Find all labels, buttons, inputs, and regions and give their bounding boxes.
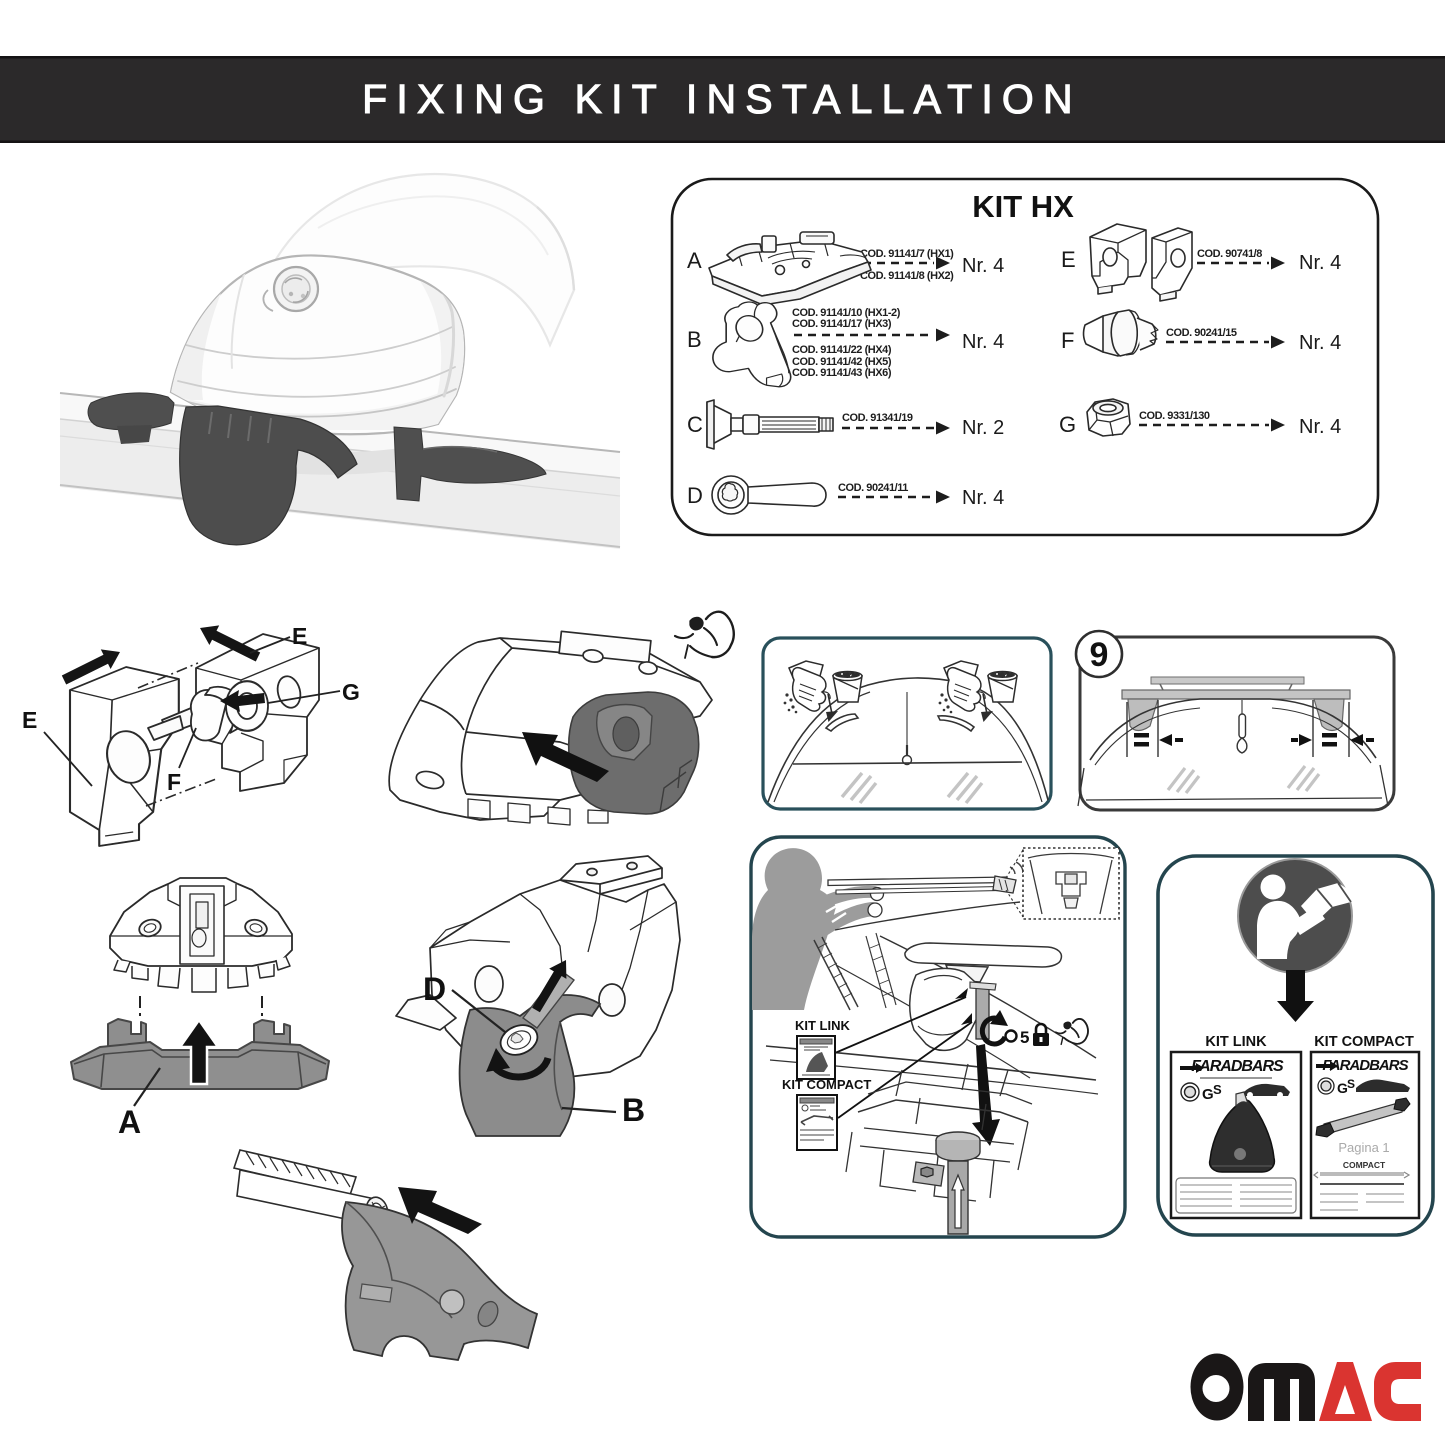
svg-text:Nr. 4: Nr. 4 bbox=[962, 331, 1004, 353]
svg-text:E: E bbox=[292, 623, 307, 649]
svg-text:Nr. 4: Nr. 4 bbox=[1299, 416, 1341, 438]
svg-text:E: E bbox=[22, 707, 37, 733]
svg-text:Nr. 4: Nr. 4 bbox=[962, 255, 1004, 277]
svg-text:COD. 91341/19: COD. 91341/19 bbox=[842, 412, 913, 424]
svg-text:KIT HX: KIT HX bbox=[972, 189, 1074, 224]
svg-text:D: D bbox=[687, 483, 703, 508]
svg-text:COD. 91141/22 (HX4): COD. 91141/22 (HX4) bbox=[792, 344, 892, 356]
svg-text:COD. 91141/8 (HX2): COD. 91141/8 (HX2) bbox=[860, 270, 954, 282]
svg-text:9: 9 bbox=[1090, 636, 1109, 674]
svg-text:F: F bbox=[1061, 328, 1074, 353]
svg-text:KIT LINK: KIT LINK bbox=[1205, 1034, 1267, 1050]
svg-text:S: S bbox=[1213, 1082, 1222, 1097]
svg-text:G: G bbox=[342, 679, 360, 705]
svg-text:COD. 91141/10 (HX1-2): COD. 91141/10 (HX1-2) bbox=[792, 307, 901, 319]
svg-text:B: B bbox=[687, 327, 702, 352]
svg-text:FARADBARS: FARADBARS bbox=[1191, 1058, 1284, 1075]
svg-text:Nr. 4: Nr. 4 bbox=[962, 487, 1004, 509]
svg-text:COD. 91141/42 (HX5): COD. 91141/42 (HX5) bbox=[792, 356, 892, 368]
svg-text:COD. 91141/17 (HX3): COD. 91141/17 (HX3) bbox=[792, 318, 892, 330]
svg-text:G: G bbox=[1202, 1086, 1214, 1103]
svg-text:Nr. 2: Nr. 2 bbox=[962, 417, 1004, 439]
svg-text:COD. 90241/11: COD. 90241/11 bbox=[838, 482, 908, 494]
svg-text:COD. 90741/8: COD. 90741/8 bbox=[1197, 248, 1262, 260]
svg-text:FARADBARS: FARADBARS bbox=[1322, 1057, 1408, 1074]
svg-text:5: 5 bbox=[1020, 1028, 1029, 1047]
svg-text:COD. 9331/130: COD. 9331/130 bbox=[1139, 410, 1210, 422]
svg-text:C: C bbox=[687, 412, 703, 437]
svg-text:D: D bbox=[423, 971, 446, 1007]
svg-text:Nr. 4: Nr. 4 bbox=[1299, 252, 1341, 274]
svg-text:Pagina 1: Pagina 1 bbox=[1338, 1140, 1389, 1155]
svg-text:COD. 91141/7 (HX1): COD. 91141/7 (HX1) bbox=[860, 248, 954, 260]
svg-text:B: B bbox=[622, 1092, 645, 1128]
svg-text:KIT COMPACT: KIT COMPACT bbox=[782, 1077, 871, 1092]
svg-text:A: A bbox=[118, 1104, 141, 1140]
svg-text:F: F bbox=[167, 769, 181, 795]
svg-text:KIT COMPACT: KIT COMPACT bbox=[1314, 1034, 1414, 1050]
svg-text:G: G bbox=[1337, 1080, 1348, 1096]
svg-text:COMPACT: COMPACT bbox=[1343, 1160, 1386, 1170]
svg-text:COD. 90241/15: COD. 90241/15 bbox=[1166, 327, 1237, 339]
svg-text:FIXING KIT INSTALLATION: FIXING KIT INSTALLATION bbox=[362, 76, 1082, 122]
svg-text:COD. 91141/43 (HX6): COD. 91141/43 (HX6) bbox=[792, 367, 892, 379]
svg-text:KIT LINK: KIT LINK bbox=[795, 1018, 850, 1033]
svg-text:S: S bbox=[1347, 1077, 1355, 1091]
svg-text:Nr. 4: Nr. 4 bbox=[1299, 332, 1341, 354]
svg-text:E: E bbox=[1061, 247, 1076, 272]
svg-text:A: A bbox=[687, 248, 702, 273]
svg-text:G: G bbox=[1059, 412, 1076, 437]
